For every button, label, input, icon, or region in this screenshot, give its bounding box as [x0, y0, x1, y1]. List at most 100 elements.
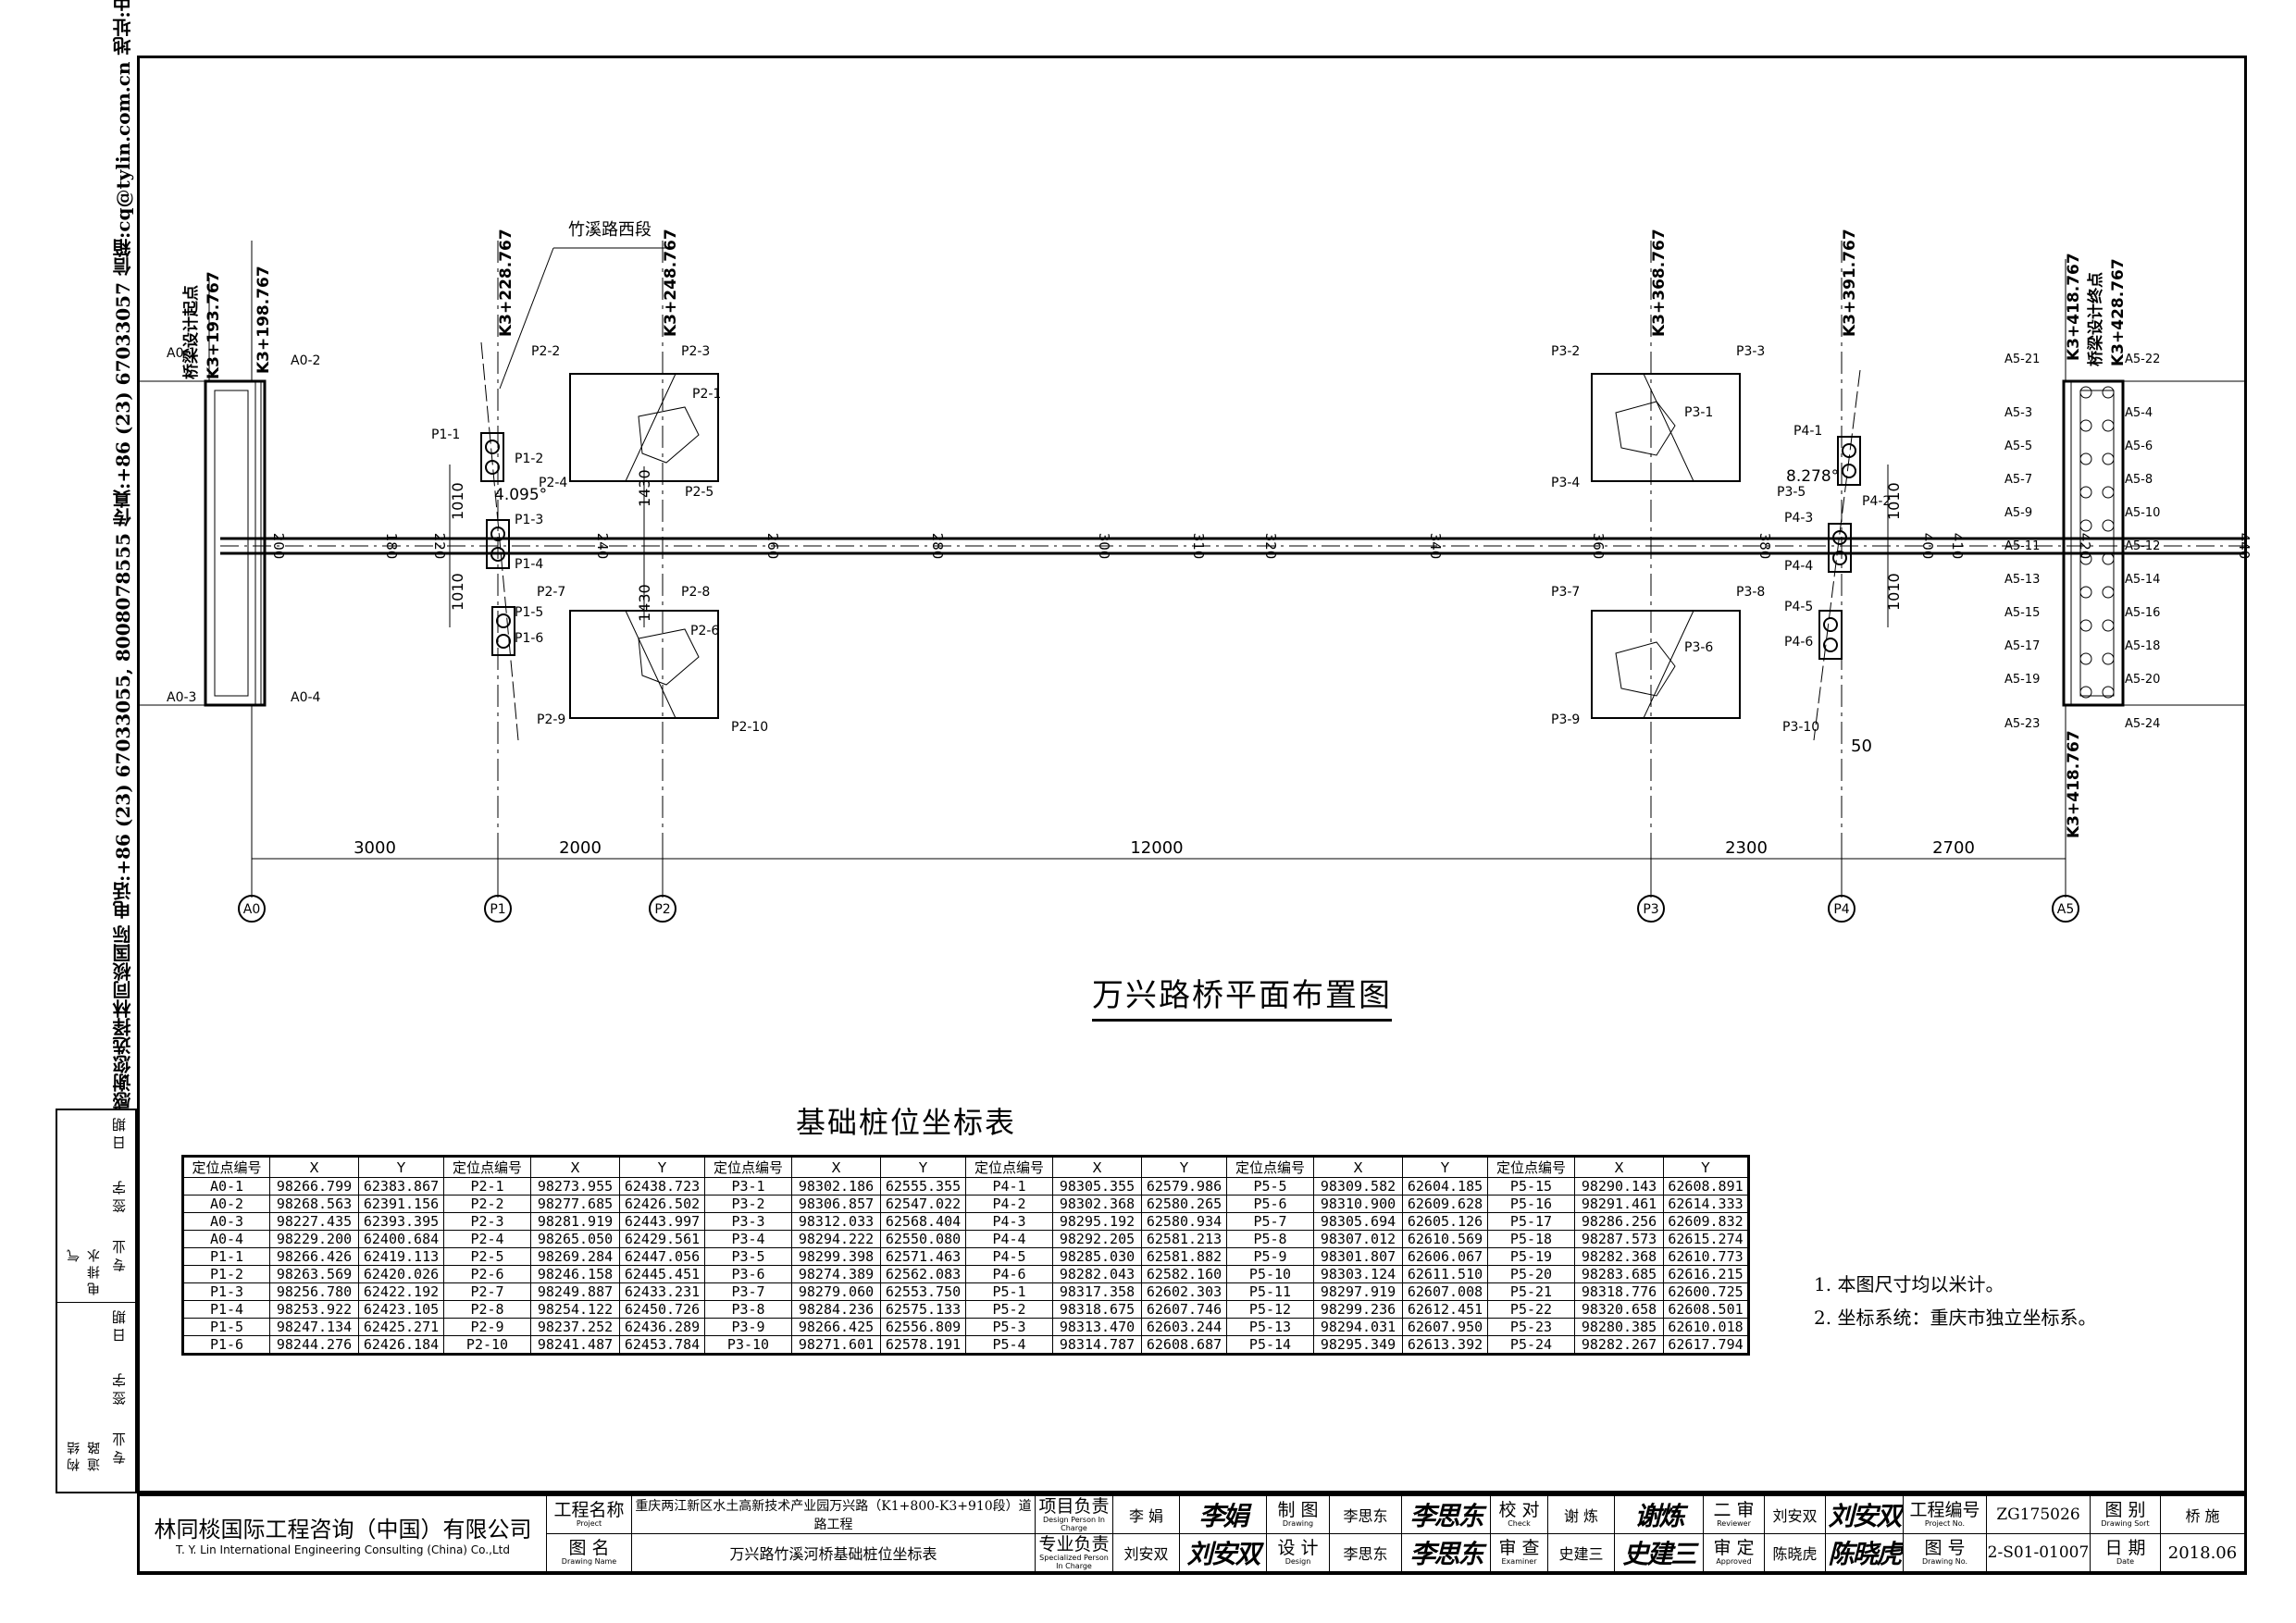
- chainage-tick-label: 310: [1190, 533, 1207, 560]
- table-cell: 62433.231: [619, 1282, 705, 1301]
- review-signature: 刘安双: [1826, 1496, 1904, 1534]
- discipline-label: 道: [87, 1458, 102, 1471]
- pile-label: P2-2: [531, 344, 560, 359]
- table-cell: P4-4: [965, 1230, 1053, 1248]
- table-cell: P5-3: [965, 1318, 1053, 1336]
- table-cell: 98309.582: [1313, 1177, 1403, 1196]
- table-cell: 62426.502: [619, 1195, 705, 1213]
- project-name: 重庆两江新区水土高新技术产业园万兴路（K1+800-K3+910段）道路工程: [632, 1496, 1036, 1534]
- project-label-cell: 工程名称 Project: [547, 1496, 632, 1534]
- pile-label: P4-4: [1784, 559, 1813, 574]
- table-cell: 98287.573: [1574, 1230, 1664, 1248]
- table-cell: P5-11: [1226, 1282, 1314, 1301]
- axis-bubble-p3: [1637, 895, 1665, 923]
- date-label-cell: 日 期 Date: [2091, 1534, 2161, 1572]
- pile-label: A5-6: [2125, 440, 2153, 453]
- station-p2: K3+248.767: [662, 229, 680, 337]
- table-cell: 62575.133: [880, 1300, 966, 1319]
- design-label: 设 计: [1277, 1538, 1319, 1558]
- pile-label: P2-10: [731, 720, 768, 735]
- pile-label: A5-20: [2125, 673, 2160, 687]
- pile-label: A5-21: [2004, 353, 2040, 366]
- spec-name: 刘安双: [1113, 1534, 1180, 1572]
- table-cell: 62422.192: [358, 1282, 444, 1301]
- company-name-en: T. Y. Lin International Engineering Cons…: [176, 1543, 510, 1556]
- table-cell: 62603.244: [1141, 1318, 1227, 1336]
- table-cell: 98291.461: [1574, 1195, 1664, 1213]
- table-cell: P5-14: [1226, 1335, 1314, 1355]
- pm-signature: 李娟: [1180, 1496, 1267, 1534]
- note-2: 2. 坐标系统：重庆市独立坐标系。: [1814, 1307, 2097, 1329]
- table-cell: P1-5: [182, 1318, 270, 1336]
- span-4: 2300: [1725, 838, 1768, 858]
- skew-angle-p4: 8.278°: [1786, 467, 1839, 486]
- check-label-en: Check: [1508, 1519, 1531, 1528]
- drawing-frame: [137, 56, 2247, 1493]
- draw-label-en: Drawing: [1282, 1519, 1314, 1528]
- design-name: 李思东: [1330, 1534, 1402, 1572]
- table-header-cell: X: [1313, 1156, 1403, 1178]
- table-header-cell: 定位点编号: [443, 1156, 531, 1178]
- table-cell: 62602.303: [1141, 1282, 1227, 1301]
- pile-label: P1-1: [431, 427, 460, 442]
- table-cell: 62610.773: [1663, 1247, 1749, 1266]
- exam-label-cell: 审 查 Examiner: [1491, 1534, 1548, 1572]
- design-label-en: Design: [1285, 1557, 1311, 1566]
- projno-label-cell: 工程编号 Project No.: [1904, 1496, 1987, 1534]
- dim-1010-left-top: 1010: [449, 482, 466, 520]
- table-cell: 62580.934: [1141, 1212, 1227, 1231]
- table-cell: P5-13: [1226, 1318, 1314, 1336]
- table-header-cell: Y: [358, 1156, 444, 1178]
- table-cell: 98280.385: [1574, 1318, 1664, 1336]
- table-cell: 62614.333: [1663, 1195, 1749, 1213]
- pile-label: P3-1: [1684, 405, 1713, 420]
- table-cell: P5-23: [1487, 1318, 1575, 1336]
- table-cell: 62608.891: [1663, 1177, 1749, 1196]
- table-cell: 62568.404: [880, 1212, 966, 1231]
- spec-label-cell: 专业负责 Specialized Person In Charge: [1036, 1534, 1113, 1572]
- table-cell: P3-2: [704, 1195, 792, 1213]
- table-header-cell: X: [530, 1156, 620, 1178]
- table-cell: 98297.919: [1313, 1282, 1403, 1301]
- axis-label-a5: A5: [2057, 902, 2074, 917]
- table-cell: 98307.012: [1313, 1230, 1403, 1248]
- table-cell: 98263.569: [269, 1265, 359, 1283]
- signoff-label: 签 字: [111, 1373, 128, 1406]
- table-cell: P2-7: [443, 1282, 531, 1301]
- check-label: 校 对: [1498, 1500, 1540, 1520]
- design-end-label: 桥梁设计终点: [2086, 272, 2105, 366]
- table-cell: 98290.143: [1574, 1177, 1664, 1196]
- pile-label: A0-3: [167, 690, 196, 705]
- pile-label: A5-5: [2004, 440, 2032, 453]
- table-cell: 62609.628: [1402, 1195, 1488, 1213]
- table-header-cell: Y: [1141, 1156, 1227, 1178]
- table-cell: 98282.368: [1574, 1247, 1664, 1266]
- table-cell: P3-3: [704, 1212, 792, 1231]
- pile-label: P2-4: [539, 476, 567, 490]
- pile-label: P4-2: [1862, 494, 1891, 509]
- table-cell: 62580.265: [1141, 1195, 1227, 1213]
- table-header-cell: Y: [1663, 1156, 1749, 1178]
- table-cell: 62445.451: [619, 1265, 705, 1283]
- drawing-label-en: Drawing Name: [561, 1557, 617, 1566]
- table-header-cell: X: [1574, 1156, 1664, 1178]
- table-cell: 62581.213: [1141, 1230, 1227, 1248]
- review-label-en: Reviewer: [1717, 1519, 1751, 1528]
- discipline-label: 构: [67, 1458, 81, 1471]
- table-cell: 98256.780: [269, 1282, 359, 1301]
- table-cell: P2-6: [443, 1265, 531, 1283]
- signoff-label: 日 期: [111, 1310, 128, 1343]
- table-cell: 62579.986: [1141, 1177, 1227, 1196]
- table-cell: 62393.395: [358, 1212, 444, 1231]
- pile-label: P2-1: [692, 387, 721, 402]
- table-cell: 62581.882: [1141, 1247, 1227, 1266]
- design-signature: 李思东: [1402, 1534, 1491, 1572]
- station-right-2: K3+428.767: [2109, 258, 2128, 366]
- table-cell: 62612.451: [1402, 1300, 1488, 1319]
- table-cell: P5-5: [1226, 1177, 1314, 1196]
- table-cell: 62615.274: [1663, 1230, 1749, 1248]
